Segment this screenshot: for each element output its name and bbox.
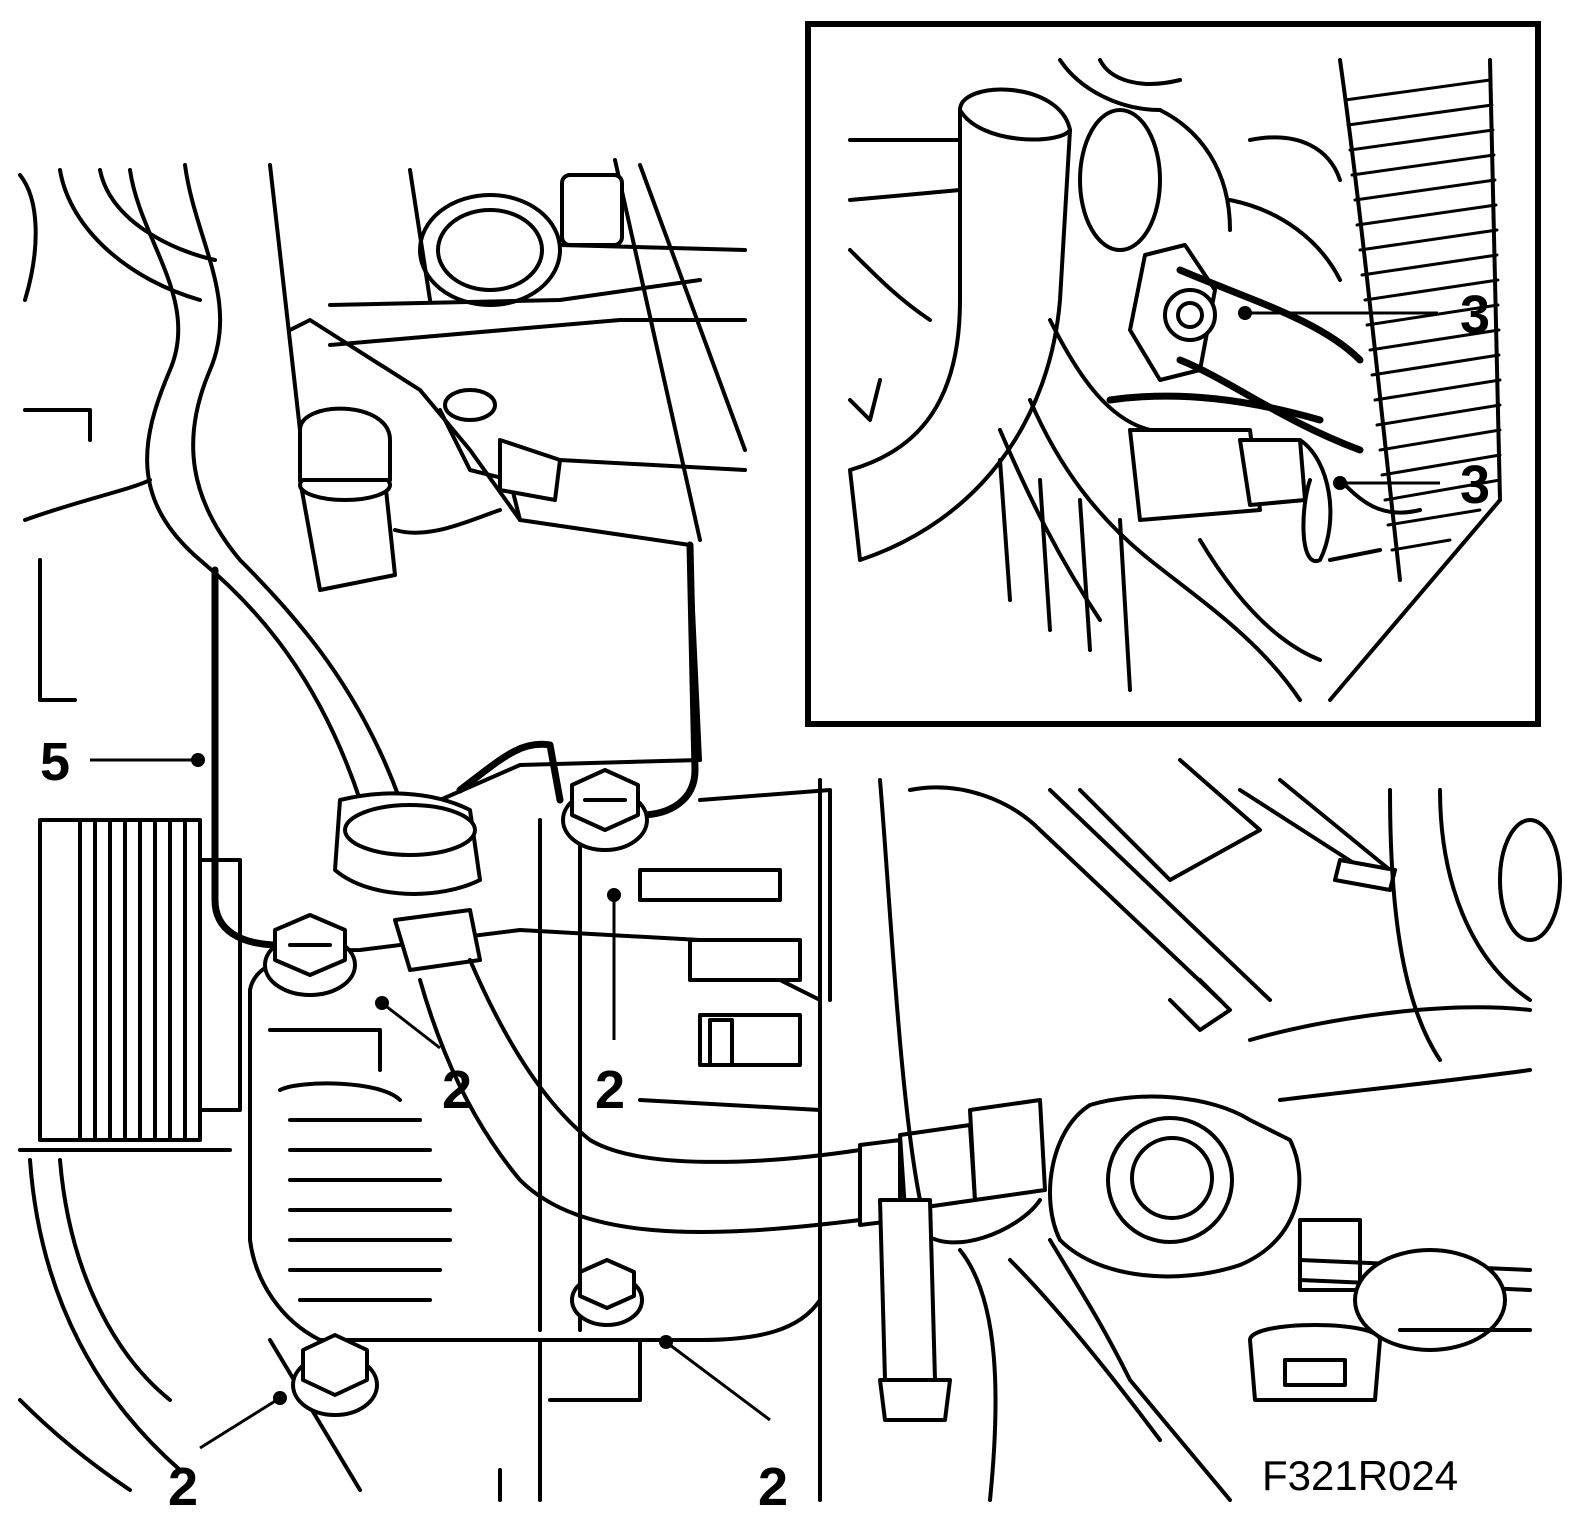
coolant-hose: [128, 163, 1047, 1234]
leader-3-bottom-dot: [1333, 476, 1347, 490]
bolt-upper-left: [263, 913, 357, 997]
bolt-lower-left: [291, 1333, 379, 1417]
callout-3-bottom-group: 3: [1333, 455, 1490, 515]
callout-3-top: 3: [1460, 285, 1490, 345]
bolt-lower-center: [570, 1258, 644, 1327]
callout-3-top-group: 3: [1238, 285, 1490, 345]
callout-2c-group: 2: [168, 1391, 287, 1517]
callout-2c: 2: [168, 1457, 198, 1517]
engine-right-parts: [818, 758, 1562, 1502]
leader-2c: [199, 1396, 281, 1450]
detail-inset: [805, 21, 1541, 727]
callout-2a: 2: [442, 1060, 472, 1120]
callout-5: 5: [40, 732, 70, 792]
bolt-upper-center: [561, 768, 649, 852]
engine-background-parts: [18, 158, 747, 802]
callout-3-bottom: 3: [1460, 455, 1490, 515]
inset-connector: [1128, 428, 1422, 564]
callout-2b: 2: [595, 1060, 625, 1120]
alternator: [248, 788, 832, 1502]
pulley: [18, 818, 242, 1492]
callout-2b-group: 2: [595, 888, 625, 1120]
corrugated-hose: [1343, 78, 1502, 552]
callout-5-group: 5: [40, 732, 205, 792]
callout-2d-group: 2: [659, 1335, 788, 1517]
leader-2b-dot: [607, 888, 621, 902]
figure-id-label: F321R024: [1262, 1452, 1458, 1499]
leader-2a: [381, 1001, 441, 1050]
leader-5-dot: [191, 753, 205, 767]
callout-2a-group: 2: [375, 996, 472, 1120]
leader-2d-dot: [659, 1335, 673, 1349]
wire-upper: [456, 541, 699, 819]
leader-2c-dot: [273, 1391, 287, 1405]
callout-2d: 2: [758, 1457, 788, 1517]
leader-2a-dot: [375, 996, 389, 1010]
leader-3-top-dot: [1238, 306, 1252, 320]
wire-5: [211, 566, 284, 949]
leader-2d: [665, 1340, 771, 1422]
